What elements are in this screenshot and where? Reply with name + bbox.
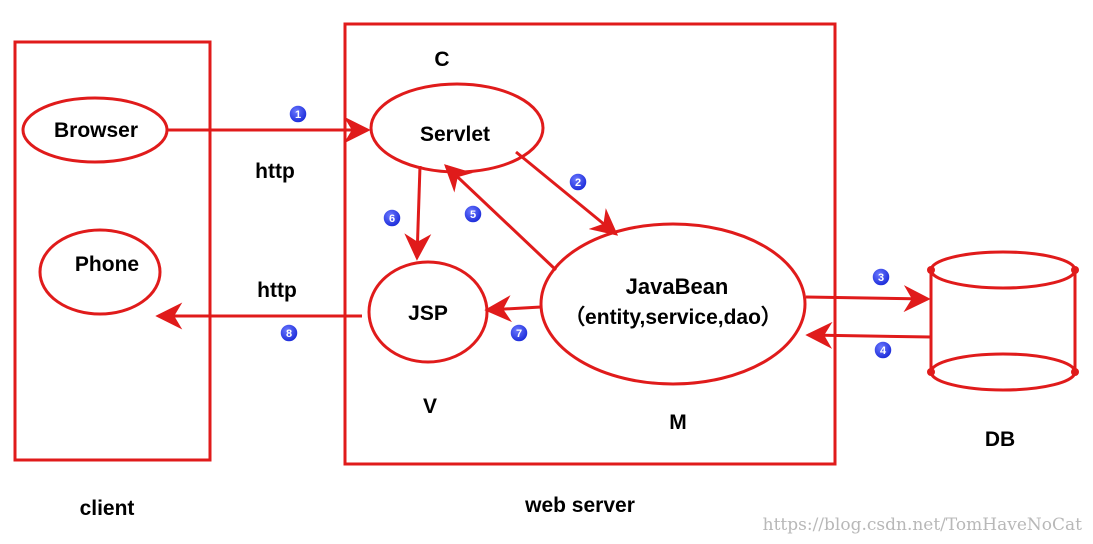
step-badge-3: 3 [871, 267, 891, 287]
arrow-servlet-to-javabean [515, 150, 619, 236]
svg-text:1: 1 [295, 109, 301, 121]
javabean-sublabel: （entity,service,dao） [564, 305, 782, 329]
watermark: https://blog.csdn.net/TomHaveNoCat [763, 515, 1083, 535]
phone-label: Phone [75, 253, 139, 276]
svg-text:5: 5 [470, 209, 476, 221]
web-server-box [343, 22, 837, 466]
arrow-javabean-to-jsp [484, 295, 542, 323]
step-badge-7: 7 [509, 323, 529, 343]
step-badge-5: 5 [463, 204, 483, 224]
javabean-label: JavaBean [626, 274, 729, 299]
browser-node [21, 96, 169, 164]
arrow-servlet-to-jsp [404, 165, 432, 261]
svg-text:8: 8 [286, 328, 292, 340]
database-cylinder [927, 250, 1079, 392]
arrow-javabean-to-servlet [444, 164, 558, 272]
step-badge-2: 2 [568, 172, 588, 192]
servlet-label: Servlet [420, 123, 490, 146]
step-badge-4: 4 [873, 340, 893, 360]
view-letter: V [423, 395, 437, 418]
db-label: DB [985, 428, 1015, 451]
browser-label: Browser [54, 119, 138, 142]
step-badge-1: 1 [288, 104, 308, 124]
step-badge-6: 6 [382, 208, 402, 228]
javabean-node [539, 222, 807, 386]
arrow-javabean-to-db [805, 285, 931, 313]
web-server-label: web server [524, 494, 635, 517]
svg-text:3: 3 [878, 272, 884, 284]
svg-text:2: 2 [575, 177, 581, 189]
step-badge-8: 8 [279, 323, 299, 343]
client-box [13, 40, 212, 462]
client-label: client [80, 497, 135, 520]
model-letter: M [669, 411, 687, 434]
svg-text:4: 4 [880, 345, 887, 357]
svg-text:6: 6 [389, 213, 395, 225]
jsp-label: JSP [408, 302, 448, 325]
http-request-label: http [255, 160, 295, 183]
controller-letter: C [434, 48, 449, 71]
svg-text:7: 7 [516, 328, 522, 340]
arrow-db-to-javabean [805, 321, 932, 349]
phone-node [38, 228, 162, 316]
http-response-label: http [257, 279, 297, 302]
